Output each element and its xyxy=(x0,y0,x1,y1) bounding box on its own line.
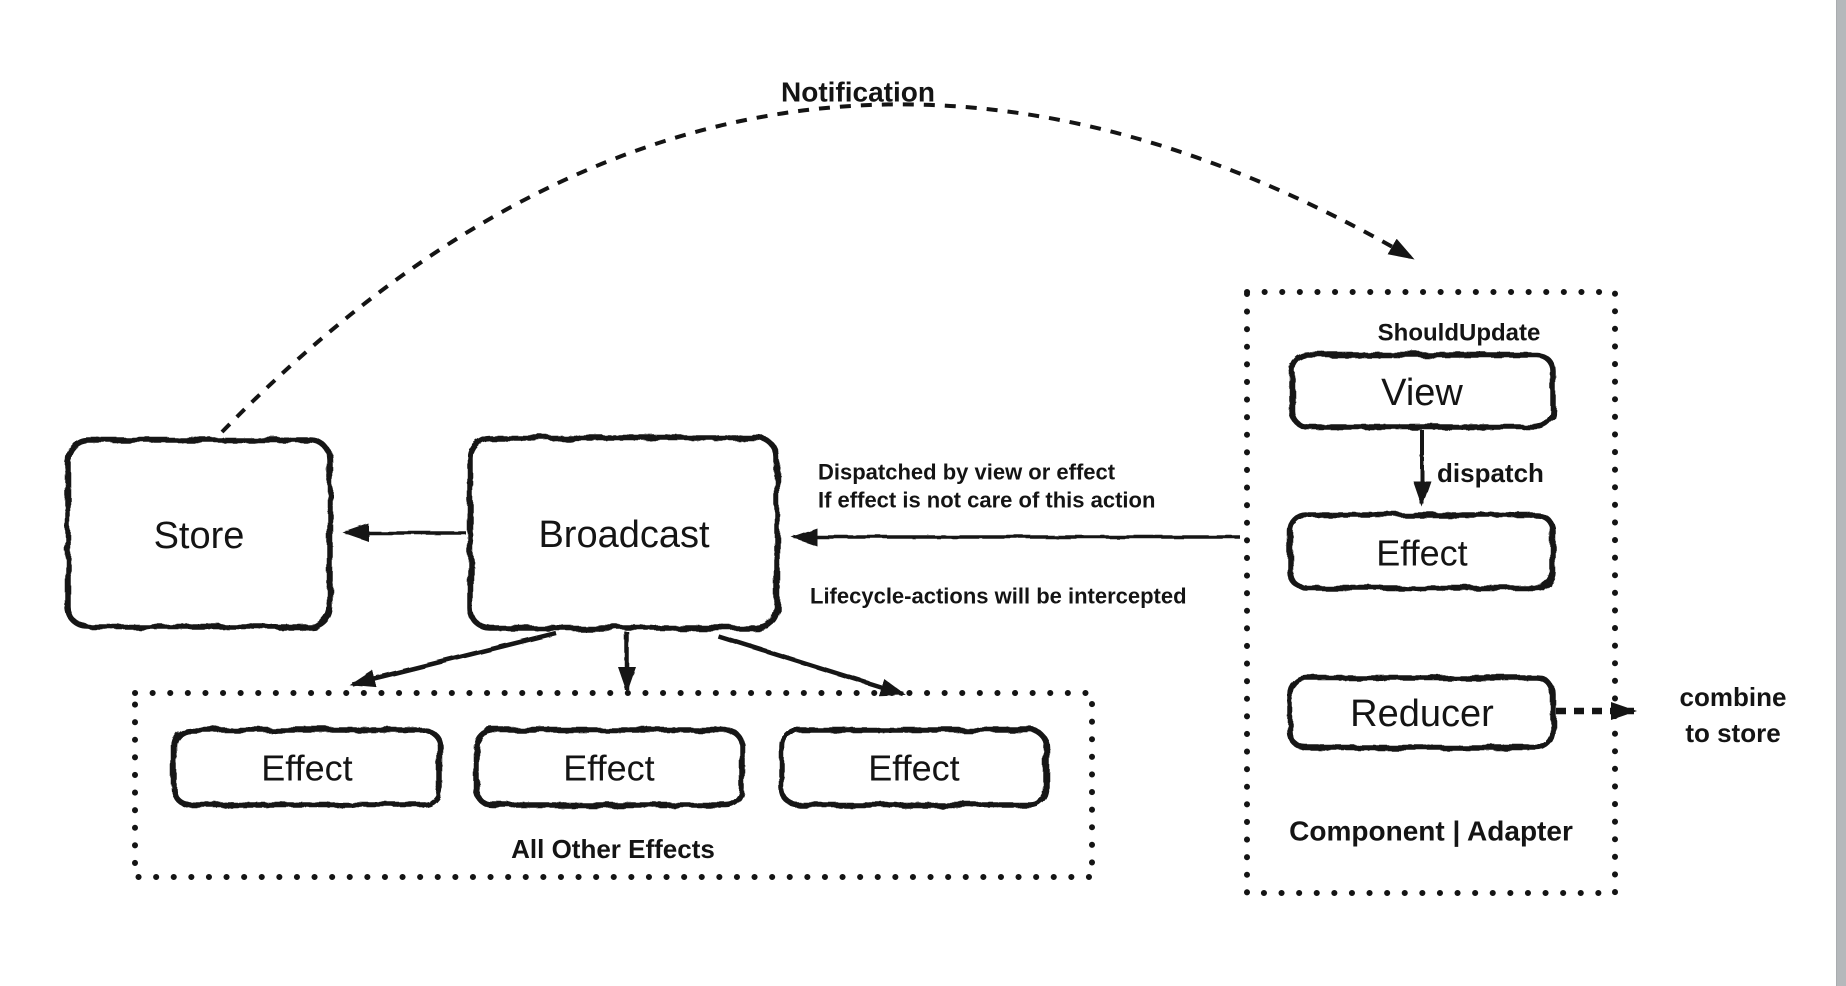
other-effect-box-3 xyxy=(779,727,1049,808)
other-effect-box-1 xyxy=(171,727,443,808)
other-effect-box-2 xyxy=(473,727,745,808)
notification-label: Notification xyxy=(781,77,935,108)
store-label: Store xyxy=(154,515,245,557)
dispatched-annotation-line2: If effect is not care of this action xyxy=(818,488,1155,513)
broadcast-label: Broadcast xyxy=(538,514,710,556)
combine-label-line2: to store xyxy=(1685,718,1780,748)
component-adapter-container xyxy=(1244,289,1618,896)
window-edge-strip xyxy=(1836,0,1846,986)
reducer-box xyxy=(1287,675,1556,751)
dispatch-label: dispatch xyxy=(1437,458,1544,488)
view-label: View xyxy=(1381,372,1463,414)
component-effect-label: Effect xyxy=(1376,533,1467,574)
store-box xyxy=(65,437,333,630)
broadcast-box xyxy=(467,435,780,631)
broadcast-to-effect3-arrow xyxy=(717,633,906,697)
other-effect-label-2: Effect xyxy=(563,748,654,789)
dispatched-annotation-line1: Dispatched by view or effect xyxy=(818,460,1116,485)
notification-arrow xyxy=(220,102,1415,434)
reducer-label: Reducer xyxy=(1350,693,1494,735)
component-effect-box xyxy=(1287,512,1556,591)
other-effect-label-1: Effect xyxy=(261,748,352,789)
all-other-effects-container xyxy=(132,690,1095,880)
component-adapter-caption: Component | Adapter xyxy=(1289,816,1573,847)
broadcast-to-effect1-arrow xyxy=(349,630,557,688)
should-update-label: ShouldUpdate xyxy=(1378,320,1541,347)
view-box xyxy=(1289,352,1556,430)
combine-label-line1: combine xyxy=(1680,682,1787,712)
other-effect-label-3: Effect xyxy=(868,748,959,789)
lifecycle-annotation: Lifecycle-actions will be intercepted xyxy=(810,584,1187,609)
all-other-effects-caption: All Other Effects xyxy=(511,834,715,864)
